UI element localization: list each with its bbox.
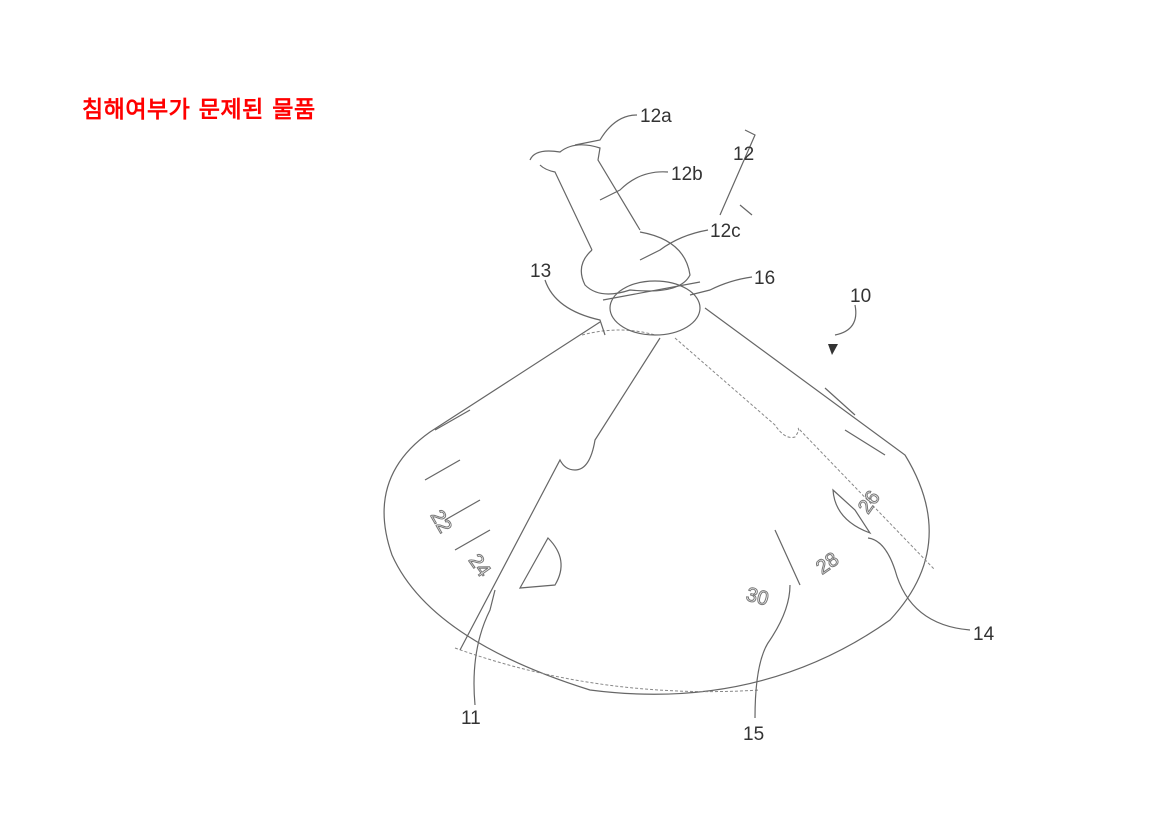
ref-16: 16 bbox=[754, 268, 775, 289]
ref-13: 13 bbox=[530, 261, 551, 282]
right-slot-line bbox=[674, 337, 936, 571]
ref-15: 15 bbox=[743, 724, 764, 745]
ref-10: 10 bbox=[850, 286, 871, 307]
ref-12a: 12a bbox=[640, 106, 672, 127]
scale-ticks bbox=[424, 387, 886, 586]
window-right bbox=[832, 488, 872, 535]
cone-top-edge bbox=[581, 329, 656, 336]
ref-14: 14 bbox=[973, 624, 995, 645]
page-title: 침해여부가 문제된 물품 bbox=[82, 97, 316, 123]
scale-mark-24: 24 bbox=[464, 550, 495, 581]
scale-mark-30: 30 bbox=[744, 584, 771, 611]
window-left bbox=[518, 537, 562, 589]
left-slot-line bbox=[459, 337, 661, 651]
ref-12b: 12b bbox=[671, 164, 703, 185]
ref-11: 11 bbox=[461, 708, 481, 729]
scale-mark-22: 22 bbox=[426, 507, 456, 537]
part-16 bbox=[609, 280, 701, 336]
leader-lines bbox=[473, 114, 971, 719]
part-16-top bbox=[602, 281, 701, 301]
scale-mark-28: 28 bbox=[812, 548, 843, 579]
cone-outline bbox=[383, 307, 930, 695]
handle-12c bbox=[580, 231, 691, 295]
ref-12: 12 bbox=[733, 144, 754, 165]
handle-12 bbox=[529, 144, 641, 251]
arrow-head-10 bbox=[828, 344, 838, 355]
ref-12c: 12c bbox=[710, 221, 741, 242]
